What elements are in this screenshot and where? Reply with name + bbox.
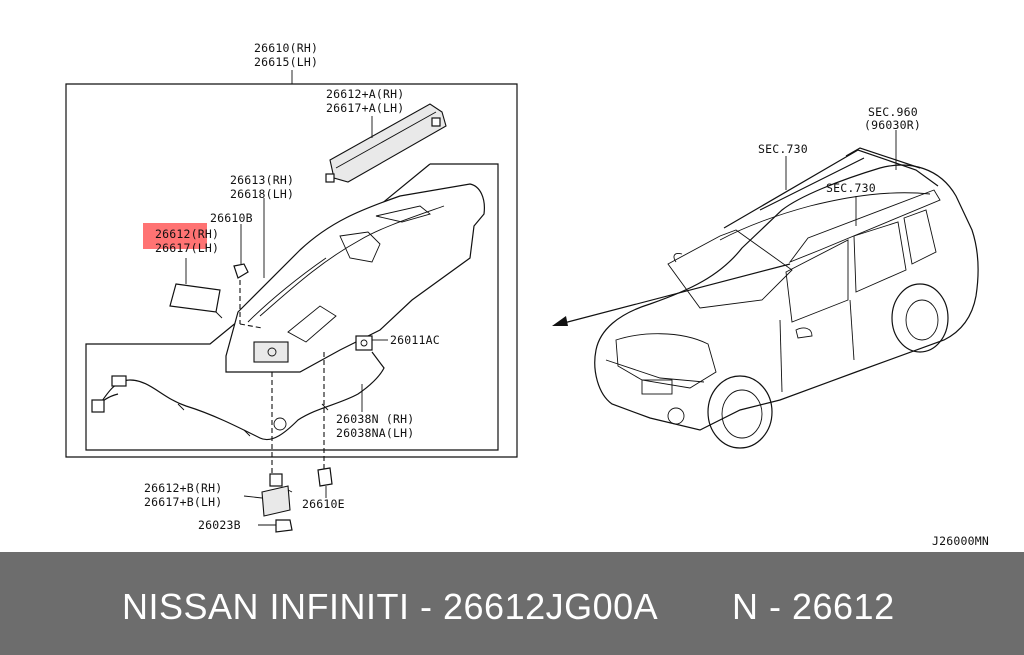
diagram-code: J26000MN [932,534,989,548]
label-26612b: 26612+B(RH) [144,481,222,495]
footer-reference: N - 26612 [732,586,895,627]
parts-diagram: 26610(RH) 26615(LH) 26612+A(RH) 26617+A(… [65,41,989,548]
diagram-svg: 26610(RH) 26615(LH) 26612+A(RH) 26617+A(… [65,41,989,548]
label-26618: 26618(LH) [230,187,294,201]
spoiler-housing [225,183,485,373]
label-26038na: 26038NA(LH) [336,426,414,440]
clip-26610b [233,263,249,279]
label-26038n: 26038N (RH) [336,412,414,426]
assembly-frame-outer [65,83,518,458]
label-96030r: (96030R) [864,118,921,132]
vehicle-illustration [594,147,979,449]
label-26610b: 26610B [210,211,253,225]
label-26615: 26615(LH) [254,55,318,69]
label-26011ac: 26011AC [390,333,440,347]
label-26617a: 26617+A(LH) [326,101,404,115]
label-sec730-roof: SEC.730 [758,142,808,156]
label-26617b: 26617+B(LH) [144,495,222,509]
label-26610: 26610(RH) [254,41,318,55]
label-26023b: 26023B [198,518,241,532]
upper-lens-cover [325,103,447,183]
leader-26612b [243,495,263,499]
footer-band [0,552,1024,655]
label-26610e: 26610E [302,497,345,511]
assembly-frame-inner [85,163,499,451]
label-26612a: 26612+A(RH) [326,87,404,101]
wiring-harness [91,351,385,441]
side-lens-26612 [169,283,223,319]
connector-26011ac [355,335,373,351]
label-26612: 26612(RH) [155,227,219,241]
label-sec730-rail: SEC.730 [826,181,876,195]
footer-part-number: NISSAN INFINITI - 26612JG00A [122,586,659,627]
location-arrow-head [552,316,568,326]
dash-26610b-2 [239,323,263,329]
label-26613: 26613(RH) [230,173,294,187]
lower-lamp-26612b [261,473,293,517]
nut-26023b [275,519,293,533]
label-sec960: SEC.960 [868,105,918,119]
part-highlight [143,223,207,249]
label-26617: 26617(LH) [155,241,219,255]
clip-26610e [317,467,333,487]
